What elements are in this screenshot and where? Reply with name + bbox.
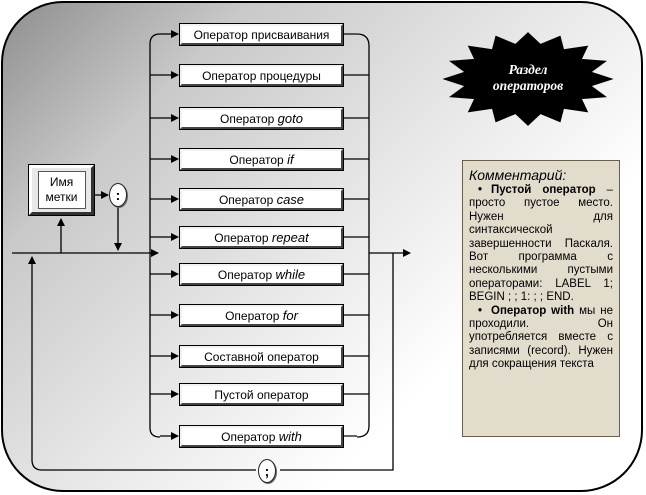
operator-label: Пустой оператор <box>214 387 309 402</box>
operator-keyword: repeat <box>271 230 309 245</box>
label-line-2: метки <box>45 190 78 204</box>
label-line-1: Имя <box>49 175 74 189</box>
colon-symbol: : <box>109 183 127 207</box>
burst-shape <box>442 32 614 126</box>
comment-bullet-1: •Пустой оператор – просто пустое место. … <box>469 184 614 304</box>
operator-box: Оператор while <box>179 263 344 286</box>
operator-keyword: case <box>276 192 305 207</box>
operator-box: Оператор goto <box>179 107 344 130</box>
operator-label: Оператор <box>218 192 277 207</box>
operator-box: Оператор for <box>179 304 344 327</box>
operator-box: Оператор case <box>179 188 344 211</box>
comment-bullet-1-bold: Пустой оператор <box>491 184 596 196</box>
operator-label: Составной оператор <box>204 349 319 364</box>
operator-box: Оператор with <box>179 425 344 448</box>
comment-bullet-2-bold: Оператор with <box>491 304 575 317</box>
comment-title: Комментарий: <box>469 167 567 183</box>
comment-bullet-2: •Оператор with мы не проходили. Он употр… <box>469 304 613 371</box>
burst-line-1: Раздел <box>508 62 548 77</box>
comment-bullet-2-text: мы не проходили. Он употребляется вместе… <box>469 304 613 371</box>
operator-label: Оператор <box>225 308 283 323</box>
operator-label: Оператор процедуры <box>202 68 321 83</box>
operator-keyword: while <box>275 267 306 282</box>
operator-keyword: with <box>278 429 302 444</box>
operator-keyword: goto <box>277 111 303 126</box>
semicolon-symbol: ; <box>258 459 276 483</box>
operator-box: Оператор присваивания <box>179 23 344 46</box>
operator-label: Оператор <box>217 267 276 282</box>
operator-label: Оператор <box>220 111 278 126</box>
section-title-burst: Раздел операторов <box>468 62 588 94</box>
operator-box: Составной оператор <box>179 345 344 368</box>
comment-box: Комментарий: •Пустой оператор – просто п… <box>462 160 620 437</box>
operator-keyword: if <box>287 152 294 167</box>
operator-keyword: for <box>282 308 298 323</box>
label-name-inner: Имя метки <box>37 171 86 209</box>
operator-box: Оператор repeat <box>179 226 344 249</box>
operator-label: Оператор <box>221 429 279 444</box>
operator-box: Оператор if <box>179 148 344 171</box>
comment-bullet-1-text: – просто пустое место. Нужен для синтакс… <box>469 184 614 304</box>
operator-box: Оператор процедуры <box>179 64 344 87</box>
burst-line-2: операторов <box>492 78 564 93</box>
operator-label: Оператор <box>229 152 288 167</box>
operator-box: Пустой оператор <box>179 383 344 406</box>
operator-label: Оператор присваивания <box>193 27 330 42</box>
operator-label: Оператор <box>214 230 272 245</box>
label-name-box: Имя метки <box>28 164 95 216</box>
